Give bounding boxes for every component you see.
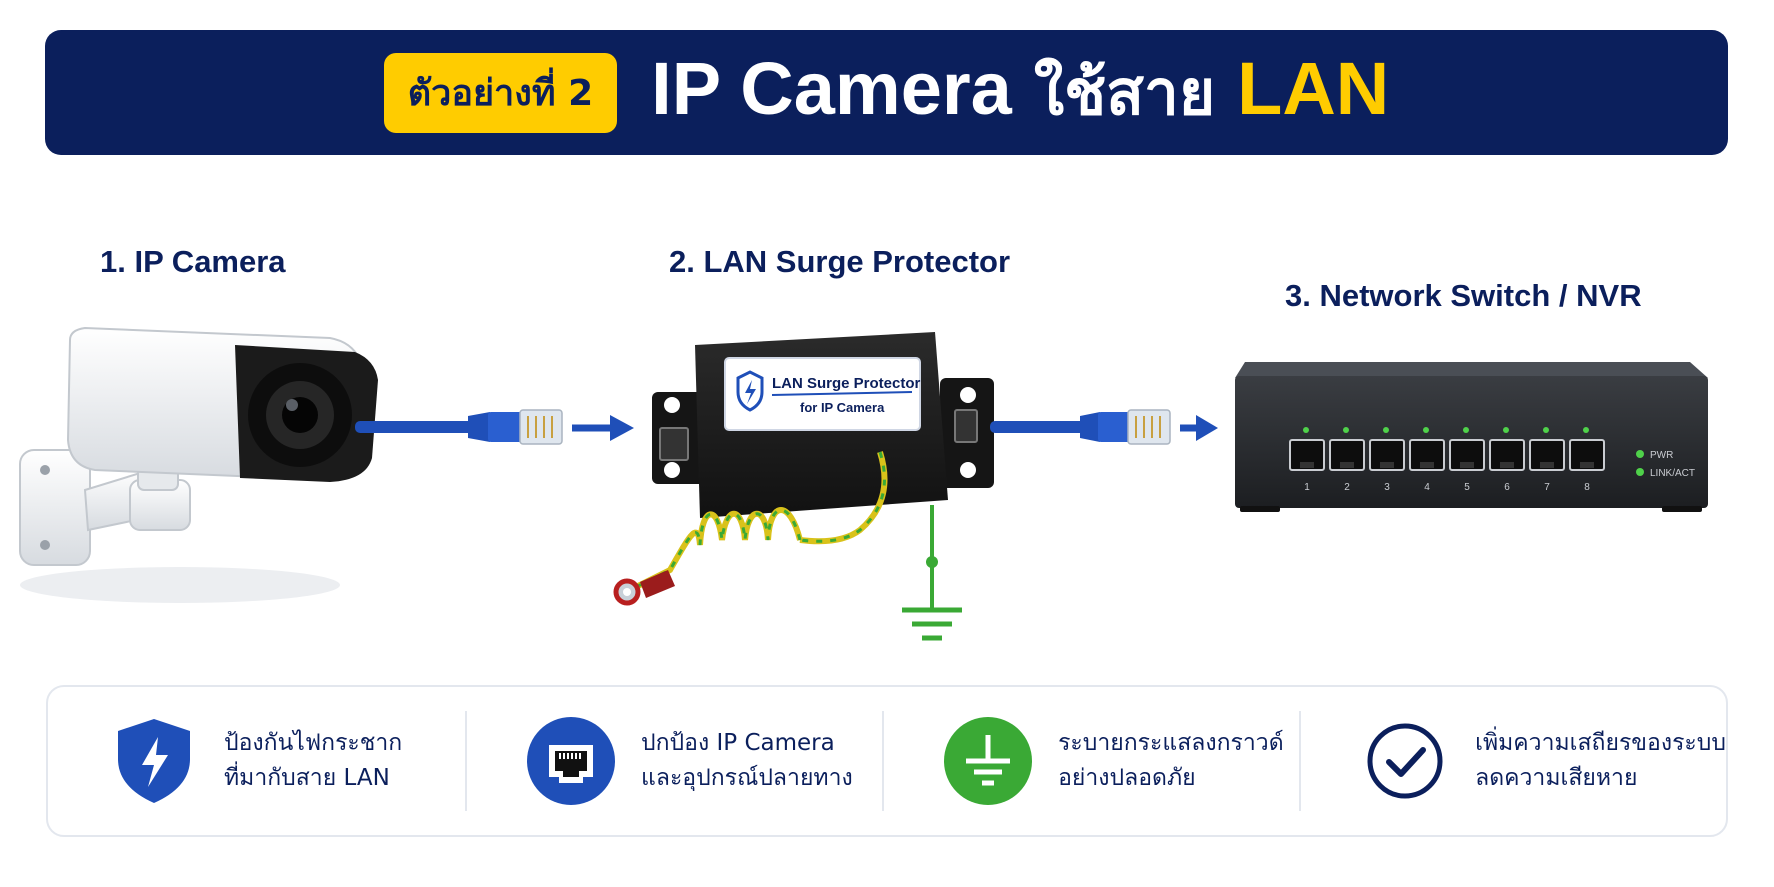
feature-surge-protection: ป้องกันไฟกระชาก ที่มากับสาย LAN <box>48 687 465 835</box>
network-switch-icon: 1 2 3 4 5 6 7 8 PWR LINK/ACT <box>1235 362 1708 512</box>
feature-line: และอุปกรณ์ปลายทาง <box>641 765 853 791</box>
switch-port-latch <box>1460 462 1474 468</box>
arrow-right-icon <box>572 415 634 441</box>
port-led <box>1503 427 1509 433</box>
switch-port <box>1369 439 1405 471</box>
ground-symbol-icon <box>902 505 962 641</box>
switch-port-latch <box>1500 462 1514 468</box>
feature-line: อย่างปลอดภัย <box>1058 765 1196 791</box>
feature-line: ลดความเสียหาย <box>1475 765 1638 791</box>
feature-line: เพิ่มความเสถียรของระบบ <box>1475 730 1726 756</box>
port-led <box>1383 427 1389 433</box>
switch-port <box>1569 439 1605 471</box>
ip-camera-icon <box>19 326 378 603</box>
switch-port-number: 3 <box>1384 482 1390 493</box>
switch-port <box>1489 439 1525 471</box>
switch-led-pwr-label: PWR <box>1650 450 1673 461</box>
switch-port-latch <box>1380 462 1394 468</box>
features-panel: ป้องกันไฟกระชาก ที่มากับสาย LAN ปกป้อง I… <box>46 685 1728 837</box>
check-circle-icon <box>1359 715 1451 807</box>
feature-stability: เพิ่มความเสถียรของระบบ ลดความเสียหาย <box>1299 687 1726 835</box>
ethernet-port-icon <box>525 715 617 807</box>
switch-port <box>1329 439 1365 471</box>
switch-port-number: 5 <box>1464 482 1470 493</box>
lan-cable-icon <box>990 409 1171 445</box>
feature-grounding: ระบายกระแสลงกราวด์ อย่างปลอดภัย <box>882 687 1299 835</box>
feature-line: ที่มากับสาย LAN <box>224 765 390 791</box>
switch-port <box>1449 439 1485 471</box>
lightning-shield-icon <box>108 715 200 807</box>
feature-device-protection: ปกป้อง IP Camera และอุปกรณ์ปลายทาง <box>465 687 882 835</box>
switch-port-number: 4 <box>1424 482 1430 493</box>
switch-ports: 1 2 3 4 5 6 7 8 <box>1289 427 1605 493</box>
switch-port <box>1409 439 1445 471</box>
switch-port-latch <box>1420 462 1434 468</box>
lan-cable-icon <box>355 409 563 445</box>
switch-port-number: 7 <box>1544 482 1550 493</box>
switch-port-number: 2 <box>1344 482 1350 493</box>
step-label-ip-camera: 1. IP Camera <box>100 244 286 279</box>
protector-label-title: LAN Surge Protector <box>772 375 921 392</box>
switch-port <box>1289 439 1325 471</box>
ground-icon <box>942 715 1034 807</box>
feature-line: ป้องกันไฟกระชาก <box>224 730 403 756</box>
switch-port-number: 1 <box>1304 482 1310 493</box>
title-ip-camera: IP Camera <box>651 46 1012 130</box>
port-led <box>1583 427 1589 433</box>
port-led <box>1423 427 1429 433</box>
switch-led-link-label: LINK/ACT <box>1650 468 1695 479</box>
protector-label-subtitle: for IP Camera <box>800 400 885 415</box>
feature-line: ระบายกระแสลงกราวด์ <box>1058 730 1284 756</box>
port-led <box>1343 427 1349 433</box>
page-title: IP Camera ใช้สาย LAN <box>651 44 1389 142</box>
switch-port-latch <box>1580 462 1594 468</box>
step-label-surge-protector: 2. LAN Surge Protector <box>669 244 1011 279</box>
port-led <box>1463 427 1469 433</box>
arrow-right-icon <box>1180 415 1218 441</box>
title-uses-cable: ใช้สาย <box>1033 55 1216 129</box>
port-led <box>1303 427 1309 433</box>
title-lan: LAN <box>1237 46 1390 130</box>
switch-port-number: 6 <box>1504 482 1510 493</box>
header-banner: ตัวอย่างที่ 2 IP Camera ใช้สาย LAN <box>45 30 1728 155</box>
port-led <box>1543 427 1549 433</box>
feature-line: ปกป้อง IP Camera <box>641 730 835 756</box>
switch-port-latch <box>1540 462 1554 468</box>
surge-protector-icon: LAN Surge Protector for IP Camera <box>613 332 994 606</box>
switch-port-number: 8 <box>1584 482 1590 493</box>
example-badge: ตัวอย่างที่ 2 <box>383 52 618 133</box>
switch-port-latch <box>1300 462 1314 468</box>
switch-port-latch <box>1340 462 1354 468</box>
step-label-network-switch: 3. Network Switch / NVR <box>1285 278 1642 313</box>
switch-port <box>1529 439 1565 471</box>
